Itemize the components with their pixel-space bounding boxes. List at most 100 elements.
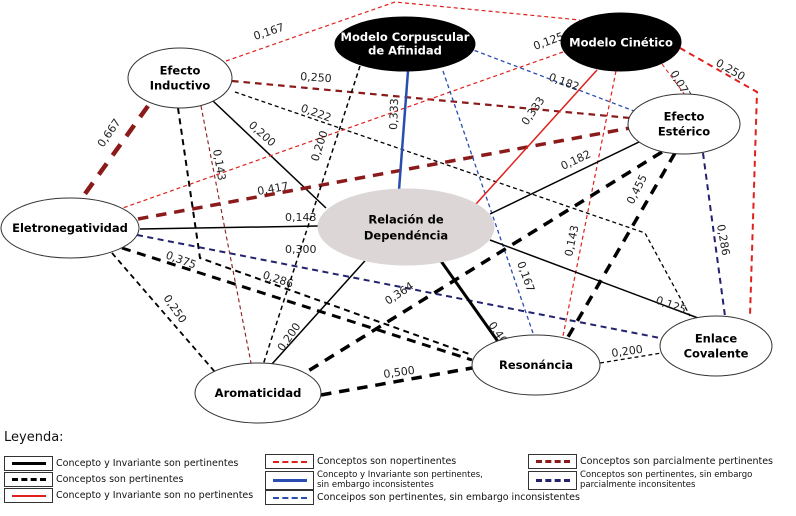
edge-weight-label: 0,200: [275, 320, 304, 353]
edge-cinetico-eletro: [119, 51, 564, 210]
legend-label: Conceptos son pertinentes, sin embargo p…: [580, 470, 753, 490]
node-label: Enlace: [695, 332, 738, 346]
node-label: Dependéncia: [364, 229, 448, 243]
legend-label: Concepto y Invariante son pertinentes, s…: [317, 470, 483, 490]
edge-weight-label: 0,286: [714, 223, 732, 256]
legend-swatch-red-solid: [4, 488, 53, 503]
edge-eletro-resonancia: [121, 246, 473, 362]
legend-item-darkred-dashed: Conceptos son parcialmente pertinentes: [528, 454, 773, 469]
legend-label: Conceipos son pertinentes, sin embargo i…: [317, 491, 580, 503]
edge-corpuscular-resonancia: [442, 70, 535, 337]
node-label: Estérico: [658, 125, 710, 139]
legend-swatch-blue-dashed: [265, 490, 314, 505]
node-label: Efecto: [664, 110, 705, 124]
node-eletro: Eletronegatividad: [0, 197, 140, 259]
edge-inductivo-resonancia: [177, 107, 473, 356]
edge-relacion-enlace: [489, 239, 699, 319]
edge-weight-label: 0,200: [308, 129, 330, 163]
edge-weight-label: 0,143: [285, 211, 317, 224]
node-shape: [659, 315, 773, 377]
edge-eletro-esterico: [137, 126, 631, 221]
edge-esterico-enlace: [702, 152, 726, 317]
legend-label: Concepto y Invariante son no pertinentes: [56, 489, 254, 501]
node-shape: [560, 12, 682, 72]
edge-inductivo-relacion: [212, 100, 327, 209]
edge-weight-label: 0,500: [383, 364, 416, 381]
node-label: de Afinidad: [368, 43, 442, 57]
legend-item-black-dashed: Conceptos son pertinentes: [4, 472, 183, 487]
edge-esterico-relacion: [489, 140, 642, 215]
node-label: Resonáncia: [499, 358, 573, 372]
edge-eletro-aromaticidad: [111, 252, 216, 373]
edge-relacion-aromaticidad: [271, 252, 373, 365]
node-label: Relación de: [368, 213, 443, 227]
edge-weight-label: 0,143: [210, 148, 228, 181]
node-aromaticidad: Aromaticidad: [194, 362, 322, 424]
node-label: Aromaticidad: [215, 386, 302, 400]
edge-corpuscular-esterico: [467, 47, 635, 112]
edge-esterico-resonancia: [566, 152, 677, 338]
legend-swatch-darkred-dashed: [528, 454, 577, 469]
edge-weight-label: 0,167: [514, 260, 537, 294]
legend-title: Leyenda:: [4, 430, 64, 445]
edge-weight-label: 0,333: [519, 94, 548, 127]
edge-esterico-aromaticidad: [299, 150, 663, 378]
node-label: Efecto: [160, 64, 201, 78]
node-label: Modelo Corpuscular: [341, 30, 470, 44]
edge-weight-label: 0,250: [161, 292, 190, 325]
edge-eletro-enlace: [136, 234, 661, 339]
edge-weight-label: 0,200: [611, 343, 644, 360]
edge-weight-label: 0,143: [562, 224, 581, 258]
node-shape: [471, 334, 601, 396]
legend-label: Conceptos son nopertinentes: [317, 455, 457, 467]
node-relacion: Relación de Dependéncia: [317, 188, 495, 266]
edge-relacion-resonancia: [434, 253, 501, 344]
edge-corpuscular-relacion: [397, 70, 410, 191]
node-resonancia: Resonáncia: [471, 334, 601, 396]
legend-label: Concepto y Invariante son pertinentes: [56, 457, 239, 469]
node-label: Modelo Cinético: [569, 36, 673, 50]
edge-inductivo-cinetico: [225, 1, 581, 62]
edge-weight-label: 0,375: [164, 249, 198, 272]
node-shape: [0, 197, 140, 259]
node-label: Inductivo: [150, 79, 211, 93]
edge-weight-label: 0,250: [714, 56, 748, 83]
node-shape: [334, 16, 476, 72]
edge-inductivo-esterico: [231, 79, 631, 120]
edge-corpuscular-aromaticidad: [262, 65, 361, 366]
edge-weight-label: 0,182: [559, 148, 593, 173]
edge-weight-label: 0,167: [252, 21, 286, 43]
node-cinetico: Modelo Cinético: [560, 12, 682, 72]
edge-weight-label: 0,250: [300, 70, 332, 85]
legend-swatch-black-solid: [4, 456, 53, 471]
edge-cinetico-relacion: [475, 69, 598, 205]
edge-weight-label: 0,222: [299, 102, 333, 125]
node-label: Eletronegatividad: [12, 221, 128, 235]
legend-item-black-solid: Concepto y Invariante son pertinentes: [4, 456, 238, 471]
edge-cinetico-enlace: [679, 47, 759, 317]
edge-weight-label: 0,182: [547, 71, 581, 94]
legend-swatch-red-dashed: [265, 454, 314, 469]
node-shape: [194, 362, 322, 424]
legend-item-red-dashed: Conceptos son nopertinentes: [265, 454, 456, 469]
edge-weight-label: 0,125: [654, 294, 688, 317]
edge-weight-label: 0,200: [246, 119, 278, 150]
concept-graph: 0,1670,2500,2220,2000,1430,2860,6670,417…: [0, 1, 773, 424]
edge-inductivo-aromaticidad: [200, 105, 252, 364]
legend-swatch-black-dashed: [4, 472, 53, 487]
edge-weight-label: 0,417: [256, 180, 289, 198]
legend-item-navy-dashed: Conceptos son pertinentes, sin embargo p…: [528, 470, 752, 490]
node-label: Covalente: [684, 347, 749, 361]
legend-swatch-navy-dashed: [528, 470, 577, 490]
legend-label: Conceptos son pertinentes: [56, 473, 184, 485]
legend-item-blue-dashed: Conceipos son pertinentes, sin embargo i…: [265, 490, 580, 505]
node-shape: [317, 188, 495, 266]
edge-cinetico-resonancia: [562, 70, 617, 337]
node-shape: [127, 47, 233, 109]
node-shape: [627, 93, 741, 155]
legend-swatch-blue-solid: [265, 470, 314, 490]
